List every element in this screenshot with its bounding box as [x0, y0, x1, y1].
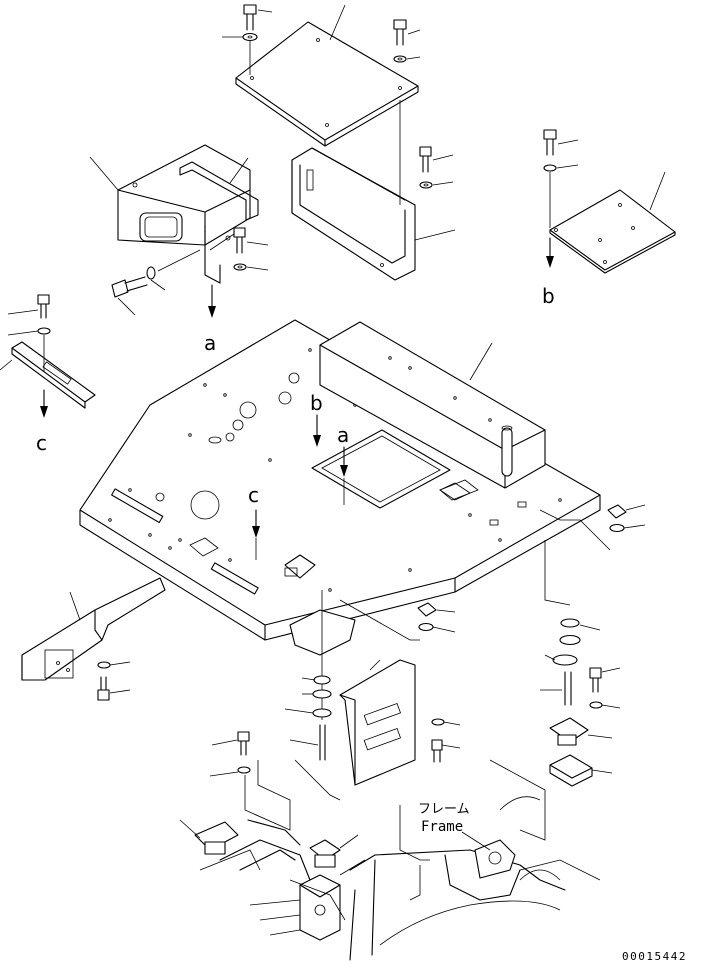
drawing-code: 00015442 — [622, 950, 687, 963]
ref-label-c-board: c — [248, 483, 259, 507]
left-step-bar — [0, 341, 96, 409]
ref-arrow-c-board: c — [248, 483, 260, 560]
bolt-small-plate — [543, 129, 579, 228]
bolt-top-left — [222, 4, 273, 75]
bolt-top-right — [393, 19, 421, 63]
bolt-lower-left — [209, 731, 251, 777]
under-floor-bracket — [289, 590, 356, 720]
console-box — [319, 321, 546, 489]
ref-arrow-c-left: c — [36, 389, 48, 455]
ref-label-a: a — [204, 331, 216, 355]
right-frame-bracket — [291, 147, 456, 281]
floor-opening — [311, 429, 451, 509]
main-floor-plate — [79, 319, 601, 641]
left-box-cover — [89, 144, 251, 246]
floor-tag — [284, 554, 316, 579]
bolt-box-right — [233, 227, 269, 271]
isolator-lower-center — [299, 834, 366, 941]
ref-label-b: b — [542, 284, 555, 308]
bolt-bracket-right — [399, 100, 454, 205]
ref-arrow-b-top: b — [542, 237, 555, 308]
bolt-box-side — [111, 249, 201, 316]
ref-arrow-a-board: a — [337, 423, 349, 505]
frame-label-leader — [461, 831, 491, 851]
ref-label-a-board: a — [337, 423, 349, 447]
bolt-left-mount — [97, 661, 131, 701]
bolt-left-bar — [7, 294, 51, 372]
top-cover-plate — [235, 4, 419, 147]
ref-label-b-board: b — [310, 391, 323, 415]
nut-washer-right-edge — [539, 504, 646, 551]
machine-frame — [199, 759, 601, 961]
small-cover-plate-right — [549, 171, 676, 274]
top-handle-bracket — [179, 157, 259, 284]
isolator-washers-center — [284, 675, 332, 761]
frame-label-en: Frame — [421, 819, 463, 835]
isolator-stack-right — [540, 540, 621, 787]
left-mount-bracket — [21, 577, 166, 681]
ref-arrow-b-board: b — [310, 391, 323, 447]
tall-mount-bracket — [339, 659, 416, 786]
nut-washer-center — [339, 599, 461, 763]
ref-arrow-a-top: a — [204, 284, 216, 355]
lower-frame-bracket — [179, 759, 341, 881]
ref-label-c: c — [36, 431, 47, 455]
frame-label-jp: フレーム — [418, 802, 470, 817]
